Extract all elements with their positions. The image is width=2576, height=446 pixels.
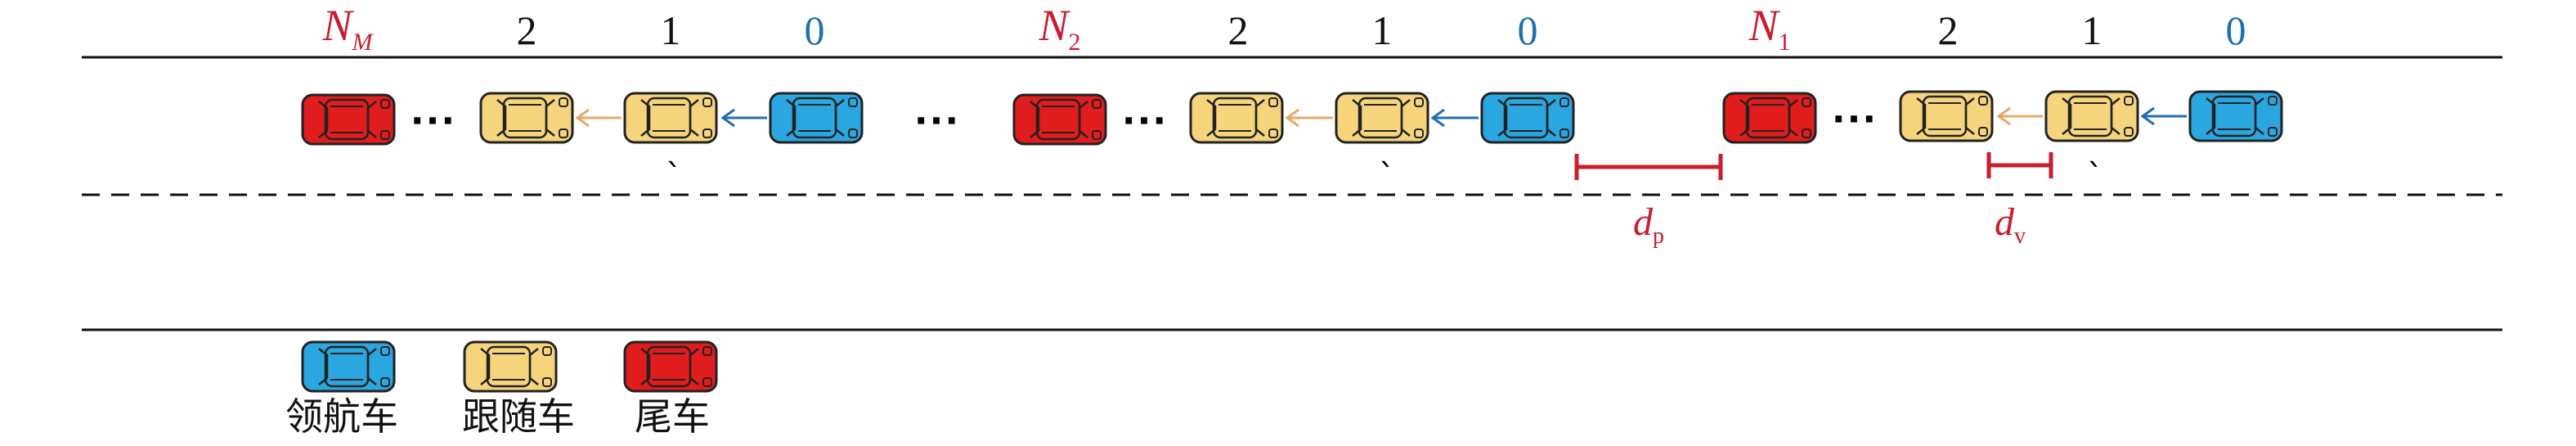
follower-vehicle-icon xyxy=(623,92,718,144)
vehicle-index-label: 1 xyxy=(2081,7,2103,53)
arrow-follow-blue xyxy=(720,108,767,128)
legend-tail-icon xyxy=(623,340,718,393)
vehicle-gap-label: dv xyxy=(1995,200,2026,249)
tail-vehicle-icon xyxy=(1722,92,1817,144)
legend-leader-icon xyxy=(301,340,396,393)
follower-vehicle-icon xyxy=(2044,90,2139,142)
vehicle-index-label: 0 xyxy=(804,7,825,53)
legend-tail-label: 尾车 xyxy=(635,394,710,439)
arrow-follow-blue xyxy=(2140,106,2187,126)
arrow-follow-orange xyxy=(1285,108,1333,128)
inplatoon-ellipsis: ··· xyxy=(1121,100,1169,142)
legend-follower-icon xyxy=(463,340,558,393)
lane-tick-mark: ` xyxy=(2087,158,2103,196)
vehicle-index-label: 2 xyxy=(1937,7,1959,53)
platoon-label-1: N1 xyxy=(1748,1,1791,56)
platoon-gap-marker xyxy=(1574,154,1723,180)
legend-leader-label: 领航车 xyxy=(285,394,398,439)
platoon-label-M: NM xyxy=(322,1,373,56)
platoon-gap-label: dp xyxy=(1633,200,1664,249)
follower-vehicle-icon xyxy=(479,92,574,144)
arrow-follow-blue xyxy=(1430,108,1479,128)
lane-tick-mark: ` xyxy=(1379,158,1395,196)
lane-tick-mark: ` xyxy=(666,158,682,196)
follower-vehicle-icon xyxy=(1899,90,1994,142)
legend-follower-label: 跟随车 xyxy=(462,394,575,439)
inplatoon-ellipsis: ··· xyxy=(410,100,457,142)
vehicle-index-label: 0 xyxy=(1517,7,1538,53)
leader-vehicle-icon xyxy=(769,92,864,144)
platoon-label-2: N2 xyxy=(1039,1,1081,56)
vehicle-index-label: 2 xyxy=(516,7,537,53)
arrow-follow-orange xyxy=(575,108,622,128)
tail-vehicle-icon xyxy=(301,93,396,146)
inplatoon-ellipsis: ··· xyxy=(1831,98,1878,141)
follower-vehicle-icon xyxy=(1335,92,1429,144)
vehicle-index-label: 1 xyxy=(1371,7,1393,53)
vehicle-index-label: 1 xyxy=(660,7,681,53)
vehicle-gap-marker xyxy=(1986,152,2053,178)
leader-vehicle-icon xyxy=(2188,90,2283,142)
vehicle-index-label: 2 xyxy=(1227,7,1249,53)
follower-vehicle-icon xyxy=(1189,92,1284,144)
leader-vehicle-icon xyxy=(1480,92,1575,144)
platoon-gap-ellipsis: ··· xyxy=(913,100,961,142)
arrow-follow-orange xyxy=(1996,106,2043,126)
tail-vehicle-icon xyxy=(1012,93,1107,146)
vehicle-index-label: 0 xyxy=(2225,7,2246,53)
